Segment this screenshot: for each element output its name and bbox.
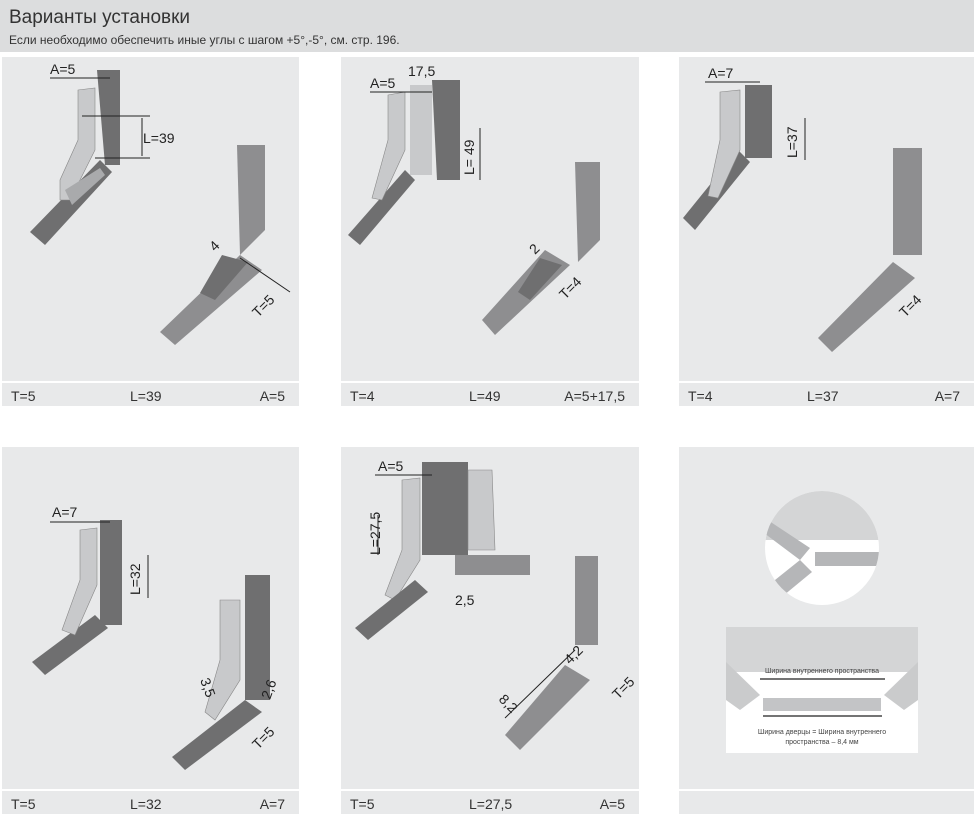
dimension-label: T=4 bbox=[896, 291, 925, 320]
hinge-diagram: A=5 17,5 L= 49 2 T=4 bbox=[348, 63, 600, 335]
hinge-diagram: A=7 L=32 3,5 2,6 T=5 bbox=[32, 504, 280, 770]
footer-value: A=7 bbox=[934, 388, 960, 404]
door-width-explanation: Ширина внутреннего пространства Ширина д… bbox=[679, 447, 974, 814]
dimension-label: A=7 bbox=[708, 65, 734, 81]
dimension-label: 2 bbox=[526, 240, 543, 257]
dimension-label: L=39 bbox=[143, 130, 175, 146]
dimension-label: 2,5 bbox=[455, 592, 475, 608]
variant-footer: T=4 L=49 A=5+17,5 bbox=[341, 381, 639, 406]
page-title: Варианты установки bbox=[9, 7, 191, 28]
dimension-label: L=27,5 bbox=[367, 512, 383, 555]
dimension-label: 2,6 bbox=[258, 677, 280, 701]
dimension-label: A=5 bbox=[370, 75, 396, 91]
dimension-label: A=5 bbox=[50, 61, 76, 77]
hinge-diagram: A=5 L=39 4 T=5 bbox=[30, 61, 291, 345]
footer-value: T=5 bbox=[11, 796, 36, 812]
dimension-label: A=5 bbox=[378, 458, 404, 474]
dimension-label: T=5 bbox=[249, 291, 278, 320]
footer-value: A=5 bbox=[599, 796, 625, 812]
dimension-label: A=7 bbox=[52, 504, 78, 520]
dimension-label: T=5 bbox=[249, 723, 278, 752]
footer-value: L=27,5 bbox=[469, 796, 513, 812]
hinge-diagram: A=7 L=37 T=4 bbox=[683, 65, 925, 352]
dimension-label: T=4 bbox=[556, 273, 585, 302]
dimension-label: L= 49 bbox=[461, 139, 477, 175]
dimension-label: T=5 bbox=[609, 673, 638, 702]
footer-value: A=5 bbox=[259, 388, 285, 404]
door-width-diagram: Ширина внутреннего пространства Ширина д… bbox=[726, 491, 918, 753]
footer-value: A=5+17,5 bbox=[564, 388, 625, 404]
variant-footer bbox=[679, 789, 974, 814]
footer-value: A=7 bbox=[259, 796, 285, 812]
dimension-label: Ширина дверцы = Ширина внутреннего bbox=[758, 729, 886, 736]
dimension-label: 8,2 bbox=[496, 691, 521, 716]
dimension-label: 4 bbox=[206, 237, 223, 254]
variant-footer: T=5 L=27,5 A=5 bbox=[341, 789, 639, 814]
page-subtitle: Если необходимо обеспечить иные углы с ш… bbox=[9, 33, 400, 47]
dimension-label: пространства – 8,4 мм bbox=[785, 739, 858, 746]
hinge-diagram: A=5 L=27,5 2,5 4,2 8,2 T=5 bbox=[355, 458, 638, 750]
footer-value: T=4 bbox=[688, 388, 713, 404]
variant-footer: T=5 L=39 A=5 bbox=[2, 381, 299, 406]
dimension-label: Ширина внутреннего пространства bbox=[765, 668, 879, 675]
variant-footer: T=4 L=37 A=7 bbox=[679, 381, 974, 406]
footer-value: L=32 bbox=[130, 796, 162, 812]
footer-value: L=49 bbox=[469, 388, 501, 404]
dimension-label: L=37 bbox=[784, 126, 800, 158]
dimension-label: 4,2 bbox=[561, 642, 586, 667]
dimension-label: 3,5 bbox=[197, 676, 219, 700]
dimension-label: L=32 bbox=[127, 563, 143, 595]
footer-value: T=5 bbox=[350, 796, 375, 812]
page-header: Варианты установки Если необходимо обесп… bbox=[0, 0, 974, 52]
variant-footer: T=5 L=32 A=7 bbox=[2, 789, 299, 814]
dimension-label: 17,5 bbox=[408, 63, 435, 79]
footer-value: L=39 bbox=[130, 388, 162, 404]
footer-value: T=4 bbox=[350, 388, 375, 404]
footer-value: T=5 bbox=[11, 388, 36, 404]
footer-value: L=37 bbox=[807, 388, 839, 404]
